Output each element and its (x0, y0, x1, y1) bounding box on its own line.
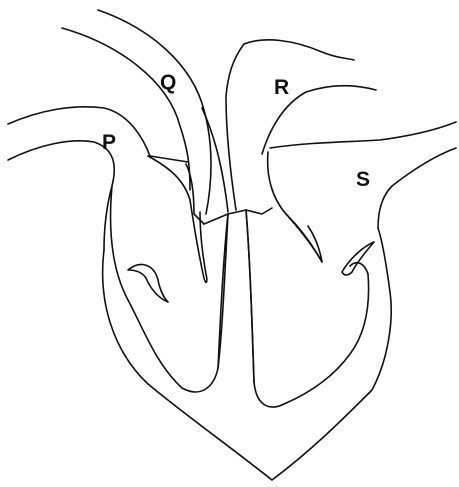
vessel-p-lower-wall (8, 141, 114, 250)
left-valve-flap (190, 200, 207, 282)
vessel-r-upper-wall (226, 44, 244, 210)
label-s: S (356, 168, 370, 191)
vessel-s-upper-wall (270, 122, 456, 148)
vessel-q-inner-wall (62, 28, 190, 190)
left-chordae (128, 265, 168, 302)
right-atrium-wall (268, 152, 322, 262)
ventricular-septum-right (246, 210, 254, 382)
label-q: Q (160, 71, 176, 94)
vessel-r-outer-wall (244, 40, 354, 60)
right-chordae (342, 242, 374, 275)
right-valve-flap (286, 214, 322, 262)
vessel-p-upper-wall (8, 107, 188, 162)
label-r: R (274, 76, 289, 99)
vessel-p-junction (148, 156, 190, 200)
label-p: P (102, 131, 116, 154)
valve-ridge (204, 208, 272, 224)
vessel-s-lower-wall (378, 148, 456, 228)
central-septum (202, 108, 228, 212)
ventricular-septum (218, 214, 228, 368)
